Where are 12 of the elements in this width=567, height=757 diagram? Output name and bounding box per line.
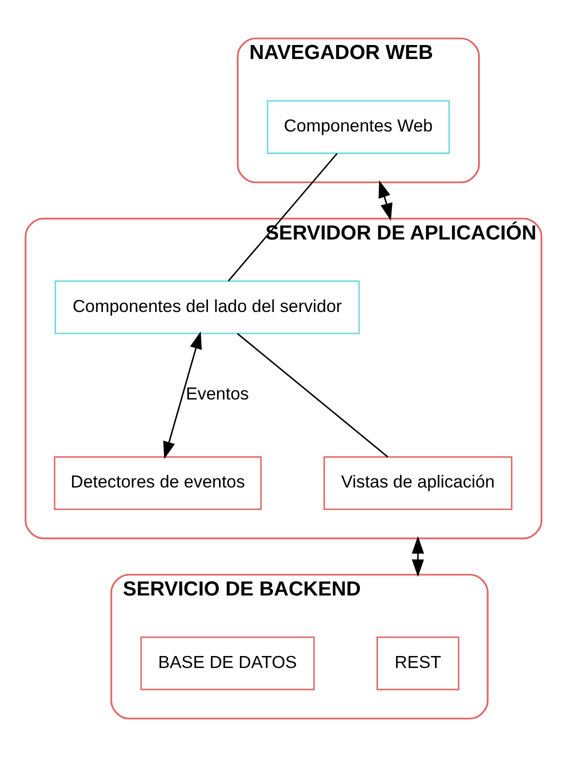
node-box: Componentes del lado del servidor (54, 280, 360, 334)
connector (228, 153, 338, 282)
node-box: BASE DE DATOS (140, 636, 315, 690)
node-box: REST (376, 636, 460, 690)
arrow (163, 331, 202, 460)
node-box: Vistas de aplicación (323, 456, 512, 510)
arrow (378, 180, 392, 221)
node-box: Componentes Web (266, 100, 450, 154)
node-box: Detectores de eventos (54, 456, 262, 510)
connector (236, 332, 388, 458)
edge-label: Eventos (186, 384, 249, 404)
arrow (412, 536, 424, 577)
